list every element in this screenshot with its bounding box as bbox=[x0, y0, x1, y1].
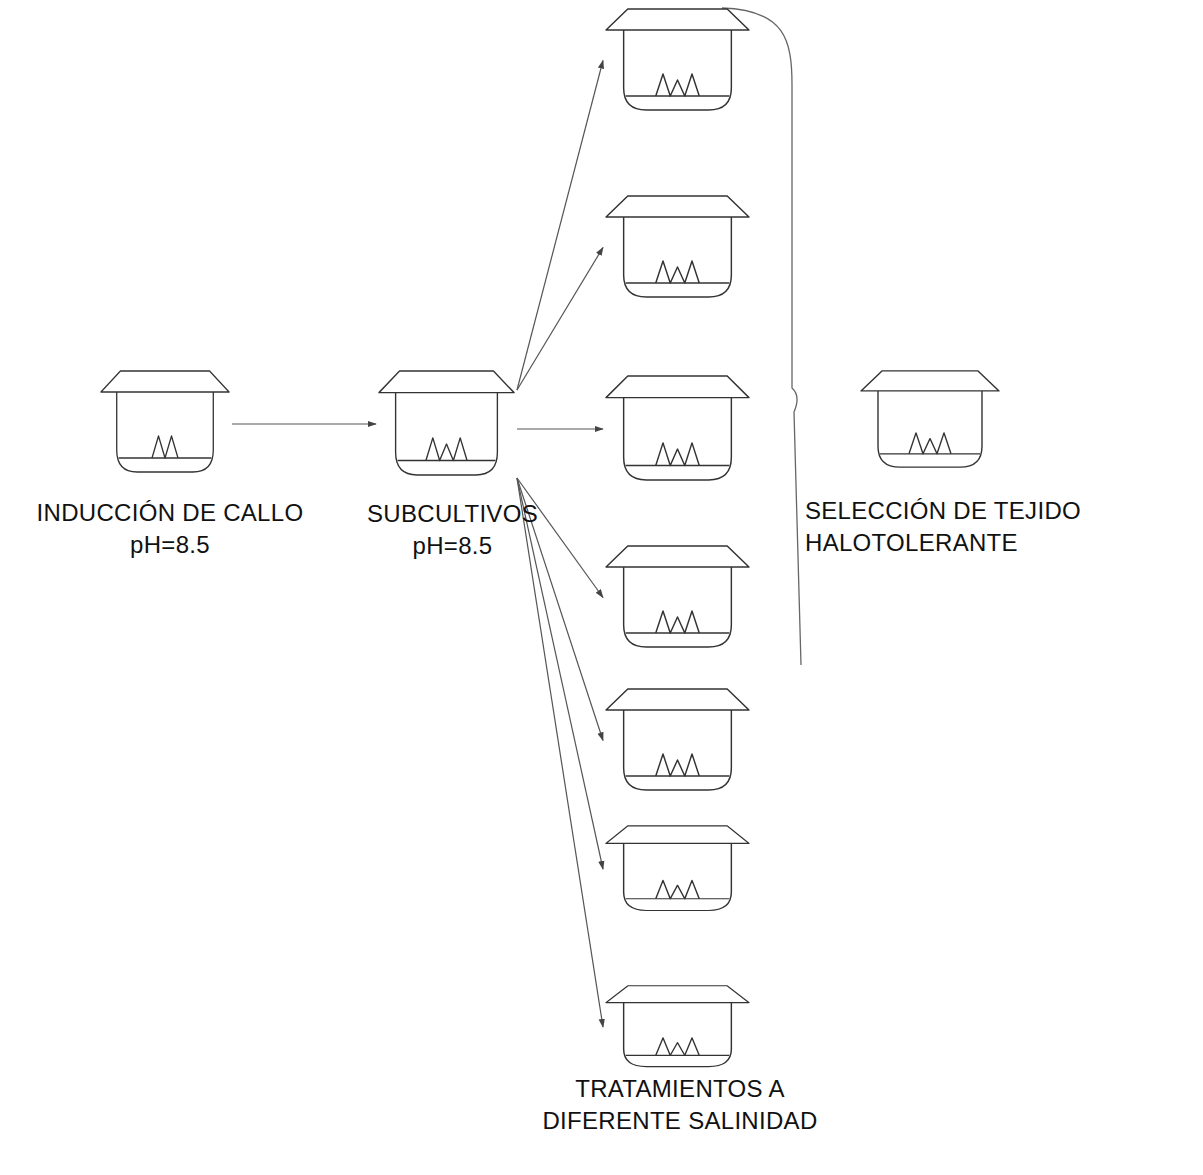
medium-surface bbox=[626, 632, 730, 633]
flask-body bbox=[878, 391, 982, 467]
flask-lid bbox=[606, 986, 749, 1003]
flask-body bbox=[624, 217, 732, 297]
flask-lid bbox=[379, 371, 514, 393]
medium-surface bbox=[626, 282, 730, 283]
flask-label: SUBCULTIVOS pH=8.5 bbox=[330, 498, 575, 562]
callus-tissue bbox=[656, 443, 700, 466]
flask-outline bbox=[605, 545, 750, 650]
flask-label: SELECCIÓN DE TEJIDO HALOTOLERANTE bbox=[805, 495, 1197, 559]
flask-outline bbox=[605, 375, 750, 483]
flask-node: SUBCULTIVOS pH=8.5 bbox=[330, 370, 575, 562]
flask-lid bbox=[606, 9, 749, 30]
flow-arrow bbox=[517, 478, 603, 869]
callus-tissue bbox=[909, 433, 951, 454]
flask-node: SELECCIÓN DE TEJIDO HALOTOLERANTE bbox=[805, 370, 1197, 559]
medium-surface bbox=[880, 453, 980, 454]
flask-node bbox=[605, 825, 755, 913]
flask-outline bbox=[605, 195, 750, 300]
flask-lid bbox=[101, 371, 229, 392]
flask-body bbox=[624, 567, 732, 647]
flask-outline bbox=[605, 825, 750, 913]
flask-label: INDUCCIÓN DE CALLO pH=8.5 bbox=[5, 497, 335, 561]
flask-lid bbox=[606, 196, 749, 217]
medium-surface bbox=[626, 95, 730, 96]
flask-outline bbox=[378, 370, 515, 478]
flask-outline bbox=[100, 370, 230, 475]
callus-tissue bbox=[152, 436, 178, 458]
flow-arrow bbox=[517, 478, 603, 1027]
callus-tissue bbox=[656, 74, 700, 96]
flow-arrow bbox=[517, 248, 603, 391]
flask-body bbox=[624, 710, 732, 790]
flask-node: TRATAMIENTOS A DIFERENTE SALINIDAD bbox=[505, 985, 855, 1137]
flask-body bbox=[117, 392, 214, 472]
flow-arrow bbox=[517, 61, 603, 391]
flask-lid bbox=[606, 689, 749, 710]
flow-arrow bbox=[517, 428, 603, 429]
flask-body bbox=[624, 1003, 732, 1067]
flask-outline bbox=[860, 370, 1000, 470]
flask-lid bbox=[606, 546, 749, 567]
medium-surface bbox=[398, 460, 496, 461]
medium-surface bbox=[626, 465, 730, 466]
callus-tissue bbox=[656, 261, 700, 283]
flask-node bbox=[605, 545, 755, 650]
flask-lid bbox=[606, 826, 749, 844]
callus-tissue bbox=[656, 611, 700, 633]
medium-surface bbox=[626, 775, 730, 776]
flask-node: INDUCCIÓN DE CALLO pH=8.5 bbox=[5, 370, 335, 561]
flask-body bbox=[624, 843, 732, 910]
flask-node bbox=[605, 195, 755, 300]
callus-tissue bbox=[656, 1038, 700, 1056]
flask-lid bbox=[606, 376, 749, 398]
callus-tissue bbox=[426, 438, 467, 461]
flask-node bbox=[605, 375, 755, 483]
medium-surface bbox=[626, 898, 730, 899]
flask-node bbox=[605, 688, 755, 793]
medium-surface bbox=[626, 1055, 730, 1056]
flask-outline bbox=[605, 688, 750, 793]
flow-arrow bbox=[232, 423, 376, 424]
flask-outline bbox=[605, 985, 750, 1069]
flask-body bbox=[396, 393, 498, 475]
flask-body bbox=[624, 398, 732, 480]
flask-node bbox=[605, 8, 755, 113]
callus-tissue bbox=[656, 754, 700, 776]
flask-lid bbox=[861, 371, 999, 391]
flask-body bbox=[624, 30, 732, 110]
flask-label: TRATAMIENTOS A DIFERENTE SALINIDAD bbox=[505, 1073, 855, 1137]
flask-outline bbox=[605, 8, 750, 113]
callus-tissue bbox=[656, 880, 700, 898]
